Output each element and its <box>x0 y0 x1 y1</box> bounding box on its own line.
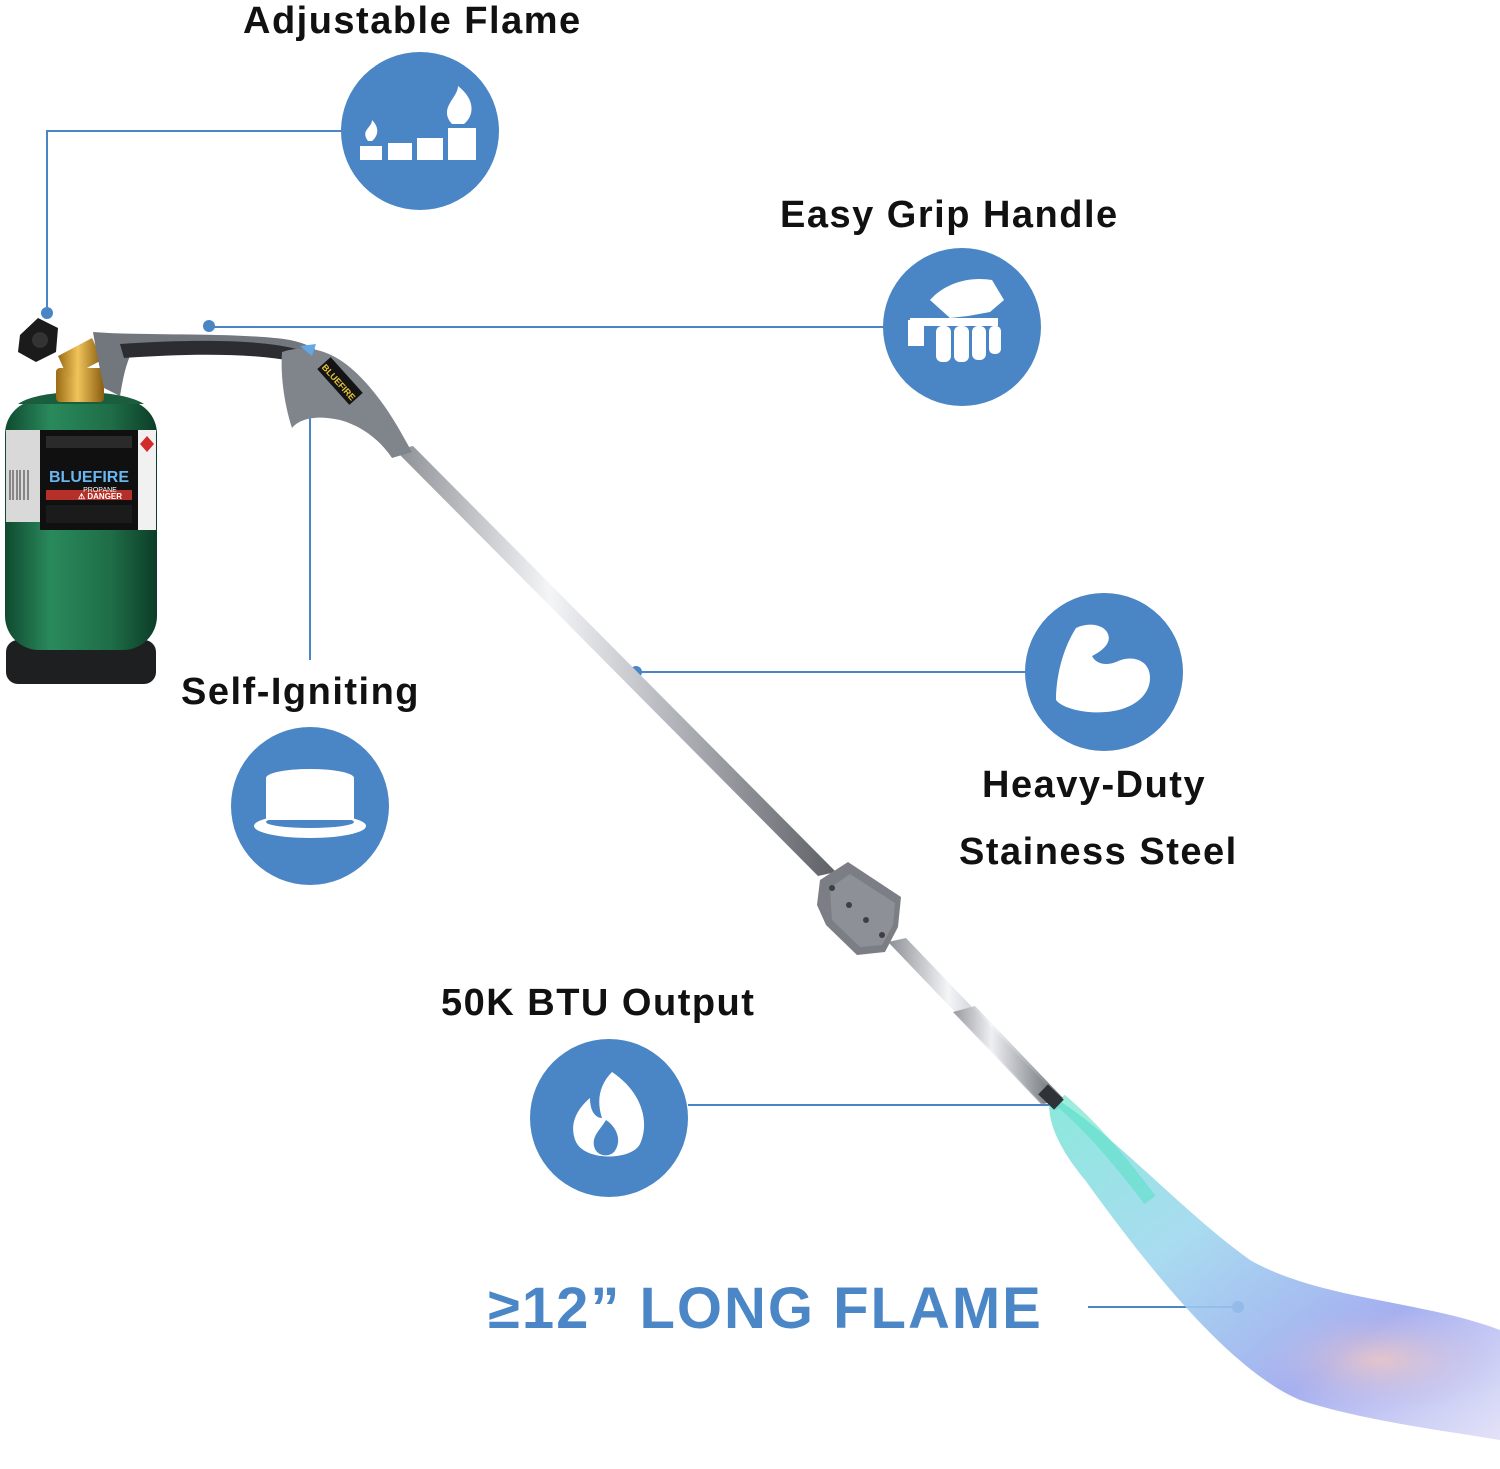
steel-wand <box>395 446 1064 1110</box>
long-flame-headline: ≥12” LONG FLAME <box>488 1276 1043 1341</box>
easy-grip-handle-label: Easy Grip Handle <box>780 194 1119 236</box>
heavy-duty-label: Heavy-Duty <box>982 764 1207 806</box>
igniter-button-icon <box>231 727 389 885</box>
flame-icon <box>530 1039 688 1197</box>
adjustable-flame-connector <box>46 130 343 313</box>
btu-output-label: 50K BTU Output <box>441 982 756 1024</box>
propane-canister <box>5 392 157 684</box>
wand-bracket <box>817 862 901 955</box>
adjustable-flame-icon <box>341 52 499 210</box>
torch-handle <box>93 332 412 458</box>
stainless-steel-label: Stainess Steel <box>959 831 1238 873</box>
torch-flame <box>1049 1094 1500 1440</box>
valve-assembly <box>18 318 104 402</box>
adjustable-flame-label: Adjustable Flame <box>243 0 582 42</box>
grip-hand-icon <box>883 248 1041 406</box>
canister-warning: ⚠ DANGER <box>78 492 122 501</box>
canister-brand: BLUEFIRE <box>49 469 129 486</box>
flexed-arm-icon <box>1025 593 1183 751</box>
canister-sub: PROPANE <box>83 487 117 494</box>
self-igniting-label: Self-Igniting <box>181 671 421 713</box>
